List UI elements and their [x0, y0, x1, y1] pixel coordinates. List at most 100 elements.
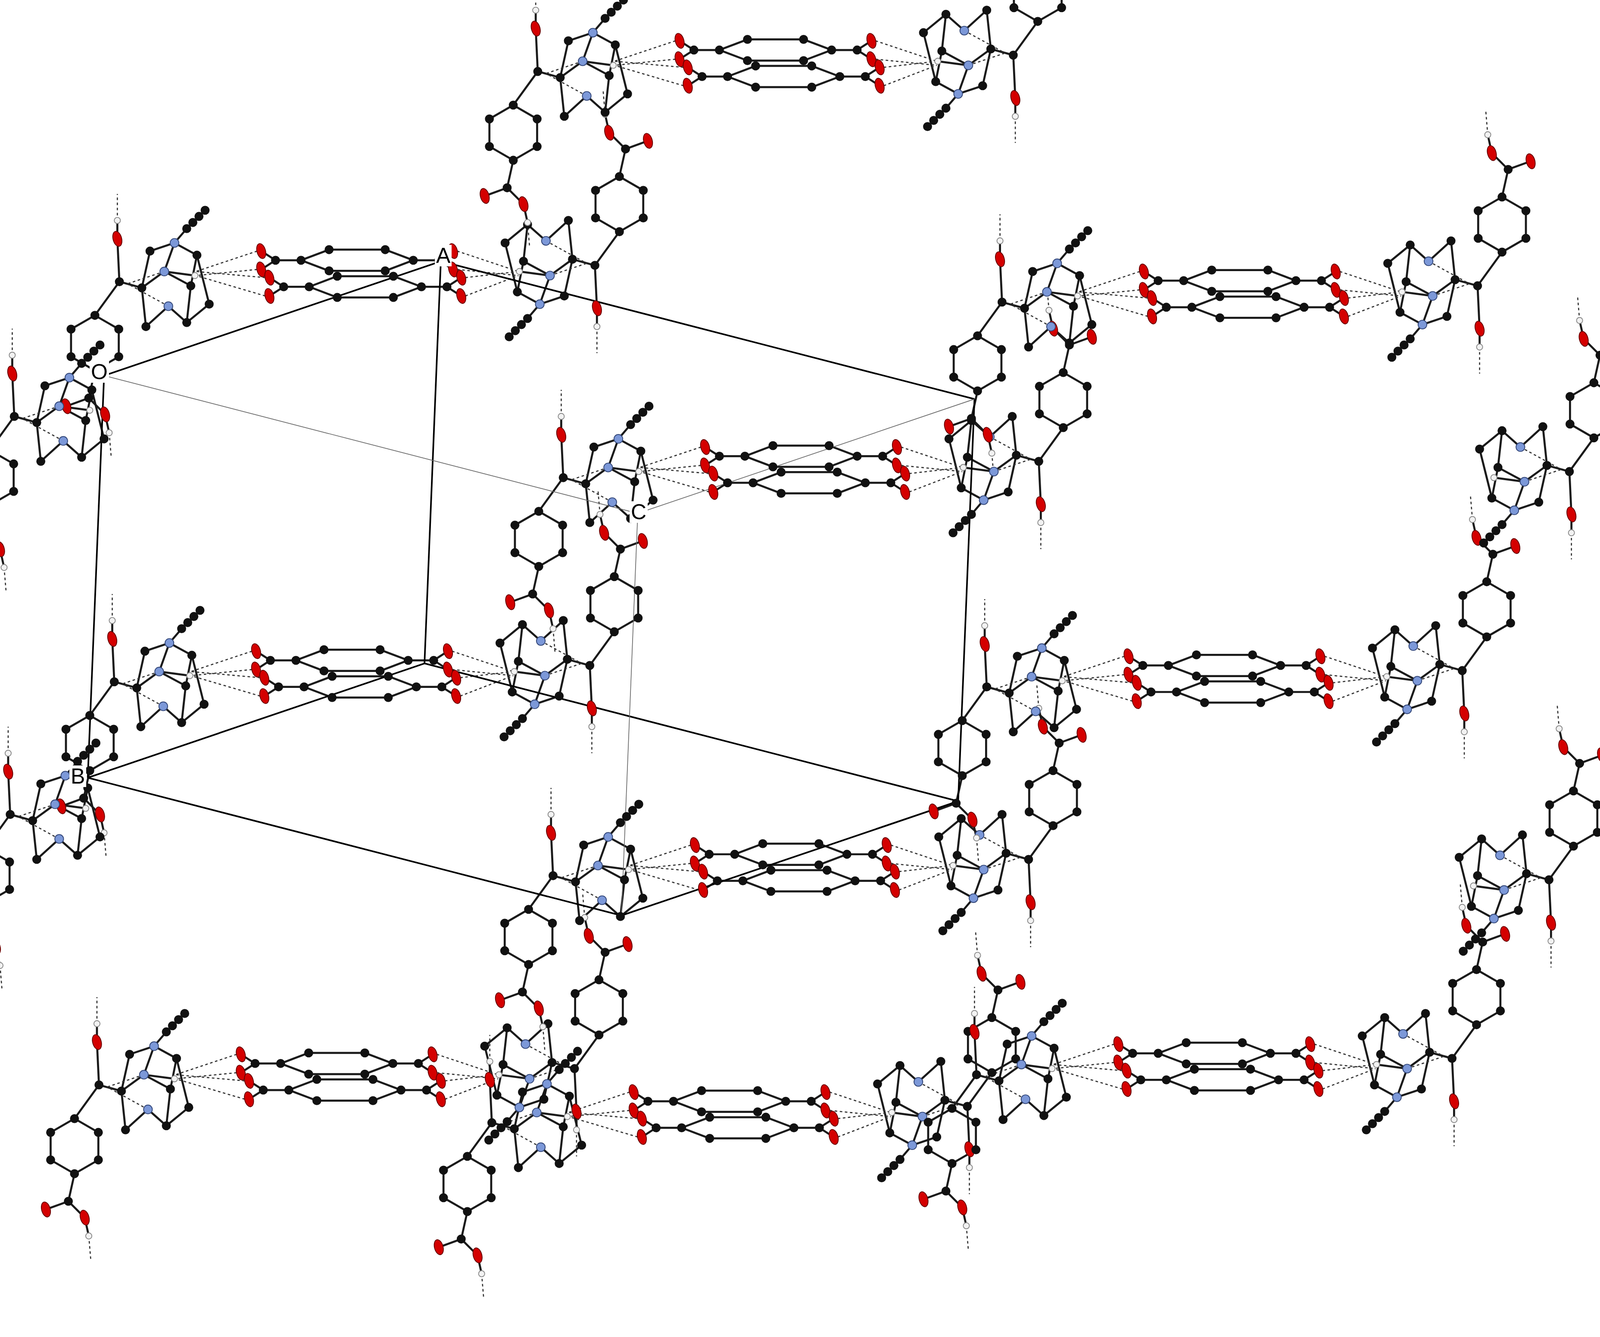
oxygen-atom — [698, 438, 712, 456]
bond — [1391, 629, 1395, 667]
bond — [121, 1054, 130, 1091]
carbon-atom — [586, 613, 596, 623]
carbon-atom — [867, 849, 877, 859]
hydrogen-bond — [1063, 680, 1133, 701]
carbon-atom — [1053, 686, 1063, 696]
hydrogen-bond — [489, 1034, 491, 1062]
carbon-atom — [620, 875, 630, 885]
carbon-atom — [136, 722, 146, 732]
carbon-atom — [1256, 698, 1266, 708]
carbon-atom — [573, 1046, 583, 1056]
bond — [1168, 654, 1197, 666]
bond — [1038, 427, 1064, 462]
carbon-atom — [388, 293, 398, 303]
carbon-atom — [956, 483, 966, 493]
carbon-atom — [1024, 779, 1034, 789]
bond — [518, 624, 523, 662]
carbon-atom — [279, 282, 289, 292]
carbon-atom — [487, 1117, 497, 1127]
carbon-atom — [1161, 302, 1171, 312]
carbon-atom — [1427, 696, 1437, 706]
hidden-cell-edge — [621, 513, 638, 916]
carbon-atom — [850, 876, 860, 886]
bond — [701, 1089, 758, 1092]
bond — [372, 1079, 401, 1090]
cell-edge — [87, 777, 622, 916]
bond — [936, 1100, 946, 1137]
hydrogen-bond — [1010, 304, 1052, 327]
carbon-atom — [456, 1234, 466, 1244]
carbon-atom — [1256, 676, 1266, 686]
hydrogen-atom — [1037, 519, 1044, 526]
carbon-atom — [814, 860, 824, 870]
oxygen-atom — [1009, 89, 1022, 107]
bond — [640, 451, 653, 501]
hydrogen-atom — [532, 7, 539, 14]
carbon-atom — [966, 413, 977, 423]
carbon-atom — [132, 683, 142, 693]
carbon-atom — [109, 724, 119, 734]
carbon-atom — [1181, 1059, 1191, 1069]
carbon-atom — [1049, 1043, 1059, 1053]
hydrogen-atom — [1074, 293, 1081, 300]
hydrogen-bond — [629, 869, 699, 890]
carbon-atom — [429, 655, 439, 665]
carbon-atom — [885, 1128, 895, 1138]
hydrogen-atom — [486, 1058, 493, 1065]
bond — [1452, 1024, 1477, 1058]
carbon-atom — [618, 0, 628, 5]
carbon-atom — [1048, 820, 1058, 830]
bond — [296, 660, 325, 671]
carbon-atom — [1589, 433, 1599, 443]
carbon-atom — [860, 71, 871, 82]
carbon-atom — [324, 266, 334, 276]
carbon-atom — [1446, 236, 1456, 246]
carbon-atom — [1172, 687, 1182, 697]
oxygen-atom — [1314, 647, 1327, 665]
cell-edge — [87, 663, 425, 778]
atoms — [0, 0, 1600, 1277]
carbon-atom — [638, 213, 648, 223]
bond — [673, 1100, 702, 1112]
hydrogen-atom — [1045, 307, 1052, 314]
carbon-atom — [1189, 1085, 1199, 1095]
oxygen-atom — [635, 1128, 648, 1145]
carbon-atom — [723, 71, 733, 82]
hydrogen-bond — [918, 1081, 960, 1105]
bond — [1569, 437, 1594, 472]
bond — [1219, 316, 1276, 319]
oxygen-atom — [1047, 320, 1060, 337]
hydrogen-atom — [588, 723, 595, 730]
carbon-atom — [766, 865, 776, 875]
hydrogen-bond — [909, 467, 963, 474]
bond — [1196, 674, 1253, 677]
carbon-atom — [1001, 848, 1011, 858]
nitrogen-atom — [1037, 643, 1047, 652]
bond — [1380, 1017, 1385, 1055]
carbon-atom — [835, 71, 845, 82]
carbon-atom — [109, 751, 119, 762]
oxygen-atom — [434, 1072, 447, 1089]
carbon-atom — [559, 291, 569, 301]
carbon-atom — [1380, 692, 1390, 702]
carbon-atom — [1497, 426, 1507, 436]
oxygen-atom — [827, 1128, 840, 1145]
carbon-atom — [1369, 1080, 1379, 1090]
hydrogen-bond — [481, 1273, 484, 1298]
hydrogen-bond — [984, 1064, 1022, 1077]
carbon-atom — [585, 661, 595, 671]
bond — [564, 258, 573, 296]
bond — [1250, 1069, 1279, 1080]
hydrogen-atom — [109, 617, 116, 624]
carbon-atom — [963, 1054, 973, 1064]
hydrogen-bond — [196, 251, 258, 272]
carbon-atom — [634, 799, 644, 809]
carbon-atom — [486, 1165, 496, 1175]
oxygen-atom — [993, 250, 1006, 268]
oxygen-atom — [1122, 647, 1135, 665]
carbon-atom — [987, 1067, 997, 1077]
oxygen-atom — [707, 483, 720, 501]
bond — [332, 675, 389, 678]
carbon-atom — [697, 71, 707, 82]
carbon-atom — [124, 1049, 135, 1059]
